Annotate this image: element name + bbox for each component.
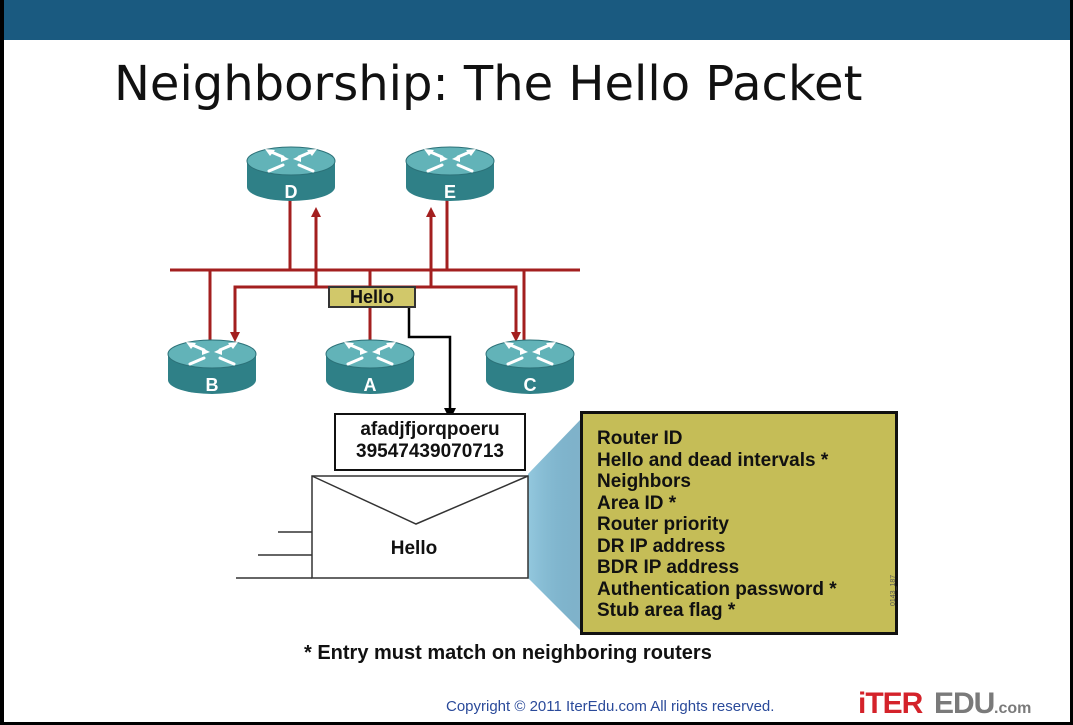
slide: Neighborship: The Hello Packet <box>4 0 1070 722</box>
field-dr-ip: DR IP address <box>597 535 726 557</box>
field-neighbors: Neighbors <box>597 471 691 492</box>
hello-packet-tag: Hello <box>328 286 416 308</box>
router-a-label: A <box>364 375 377 395</box>
packet-pointer-arrow <box>407 308 456 420</box>
figure-id: 0143_187 <box>890 574 897 606</box>
router-e: E <box>404 145 496 203</box>
field-router-priority: Router priority <box>597 514 729 535</box>
router-links <box>170 195 580 350</box>
envelope-label: Hello <box>390 538 438 559</box>
router-d: D <box>245 145 337 203</box>
envelope-icon <box>311 475 529 579</box>
router-b-label: B <box>206 375 219 395</box>
packet-data-box: afadjfjorqpoeru 39547439070713 <box>334 413 526 471</box>
field-hello-dead-intervals: Hello and dead intervals * <box>597 449 829 471</box>
router-c-label: C <box>524 375 537 395</box>
header-bar <box>4 0 1070 40</box>
footnote: * Entry must match on neighboring router… <box>304 642 712 664</box>
packet-data-line-2: 39547439070713 <box>356 441 504 462</box>
svg-text:EDU: EDU <box>934 687 994 720</box>
hello-arrow-to-e <box>370 207 436 289</box>
network-diagram: D E B A C <box>166 145 582 632</box>
packet-data-line-1: afadjfjorqpoeru <box>360 419 500 440</box>
field-auth-password: Authentication password * <box>597 578 837 600</box>
router-e-label: E <box>444 182 456 202</box>
router-a: A <box>324 338 416 396</box>
router-c: C <box>484 338 576 396</box>
svg-text:.com: .com <box>994 700 1031 717</box>
router-d-label: D <box>285 182 298 202</box>
field-stub-area-flag: Stub area flag * <box>597 600 736 621</box>
copyright-text: Copyright © 2011 IterEdu.com All rights … <box>446 698 775 715</box>
router-b: B <box>166 338 258 396</box>
field-bdr-ip: BDR IP address <box>597 557 740 578</box>
svg-text:iTER: iTER <box>858 687 924 720</box>
field-router-id: Router ID <box>597 428 683 449</box>
slide-title: Neighborship: The Hello Packet <box>114 56 863 112</box>
motion-lines <box>236 531 312 579</box>
hello-arrow-to-d <box>311 207 370 289</box>
callout-fan <box>528 418 582 632</box>
hello-fields-box: Router ID Hello and dead intervals * Nei… <box>580 411 898 635</box>
iteredu-logo: iTER EDU .com <box>858 687 1031 720</box>
field-area-id: Area ID * <box>597 492 677 514</box>
